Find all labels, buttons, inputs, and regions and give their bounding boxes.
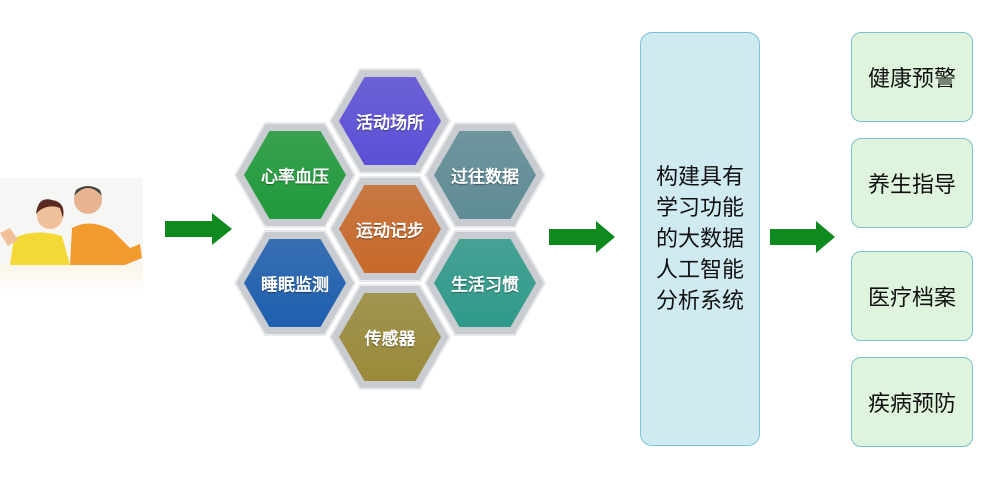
arrow-icon [770, 221, 835, 253]
hex-past-data-label: 过往数据 [451, 167, 519, 188]
hex-step-counting [339, 185, 441, 273]
hex-past-data [434, 131, 536, 219]
system-line: 构建具有 [655, 164, 744, 190]
system-line: 学习功能 [655, 195, 744, 221]
hex-sensor-label: 传感器 [364, 329, 416, 350]
system-line: 分析系统 [655, 288, 744, 314]
hex-sleep-monitoring [244, 239, 346, 327]
arrow-icon [165, 213, 232, 245]
hex-activity-venue-label: 活动场所 [356, 113, 424, 134]
elderly-couple-photo [0, 178, 143, 293]
hex-sleep-monitoring-label: 睡眠监测 [261, 275, 329, 296]
system-line: 的大数据 [655, 226, 744, 252]
ai-analysis-system-box: 构建具有 学习功能 的大数据 人工智能 分析系统 [640, 32, 760, 446]
hex-lifestyle-habits-label: 生活习惯 [451, 275, 519, 296]
output-health-warning: 健康预警 [851, 32, 973, 122]
output-wellness-guidance: 养生指导 [851, 138, 973, 228]
hex-activity-venue [339, 77, 441, 165]
hex-heart-rate-blood-pressure-label: 心率血压 [261, 167, 329, 188]
system-line: 人工智能 [655, 257, 744, 283]
hex-lifestyle-habits [434, 239, 536, 327]
output-medical-records: 医疗档案 [851, 251, 973, 341]
arrow-icon [549, 221, 615, 253]
hex-sensor [339, 293, 441, 381]
hex-heart-rate-blood-pressure [244, 131, 346, 219]
output-disease-prevention: 疾病预防 [851, 357, 973, 447]
hex-step-counting-label: 运动记步 [356, 221, 424, 242]
